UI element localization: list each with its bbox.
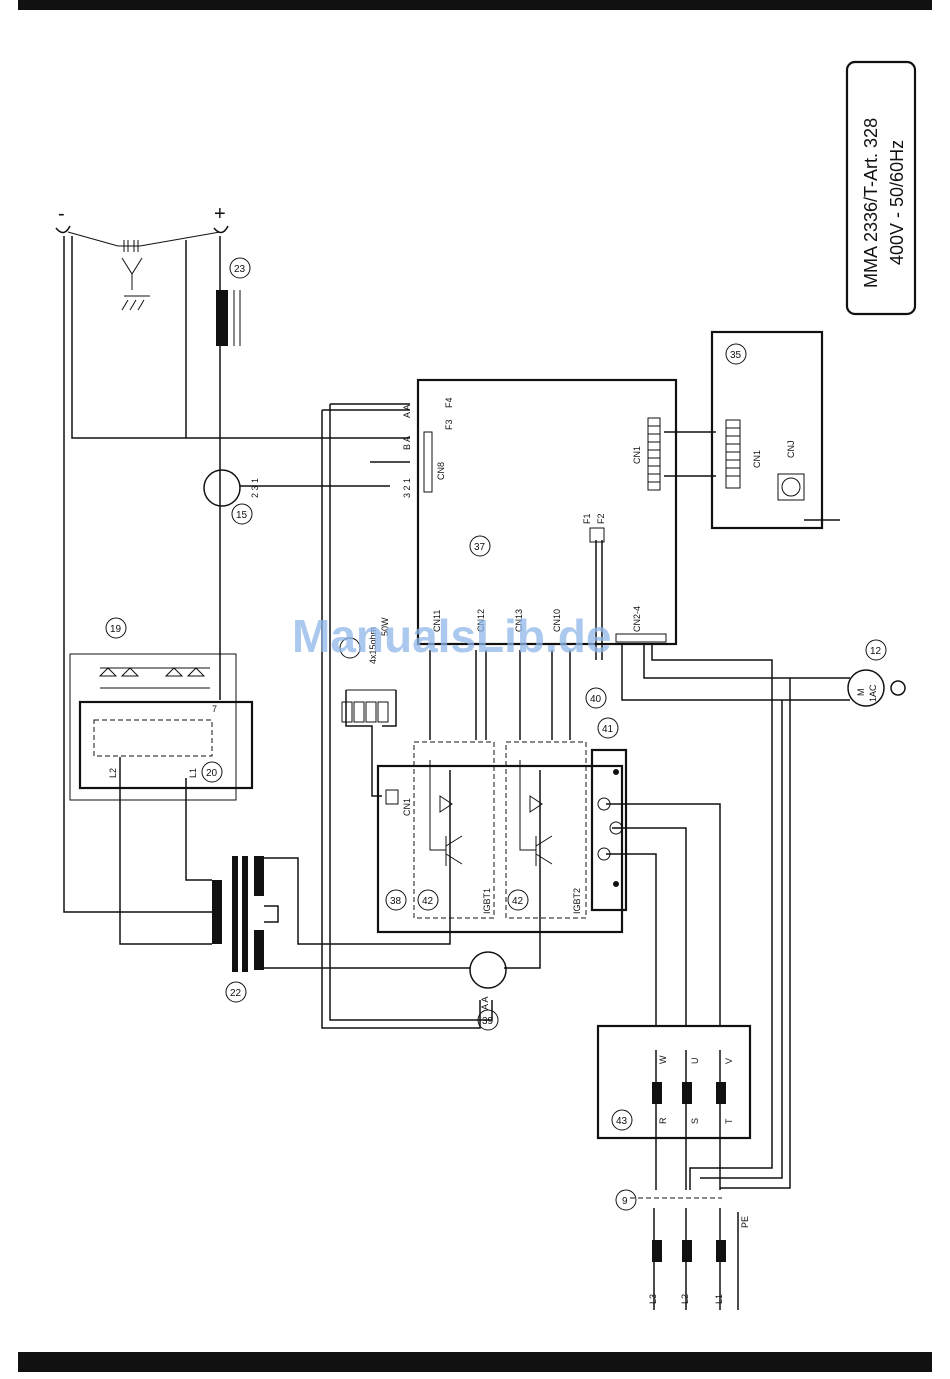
aux-pin7-label: 7 (212, 704, 217, 714)
control-board: 37 A A B A 3 2 1 F3 F4 CN8 CN1 F1 F2 CN1… (402, 380, 676, 644)
title-model: MMA 2336/T-Art. 328 (861, 118, 881, 288)
fuse-f2-label: F2 (596, 513, 606, 524)
terminal-negative-socket (56, 226, 70, 233)
component-35-number: 35 (730, 350, 742, 361)
filter-t-label: T (724, 1118, 734, 1124)
hall-sensor: 39 A A (470, 952, 506, 1030)
component-43-number: 43 (616, 1116, 628, 1127)
component-19-number: 19 (110, 624, 122, 635)
filter-s-label: S (690, 1118, 700, 1124)
output-inductor (216, 290, 240, 346)
aux-l1-label: L1 (188, 768, 198, 778)
mains-l3-label: L3 (648, 1294, 658, 1304)
mains-pe-label: PE (740, 1216, 750, 1228)
main-switch: 9 L3 L2 L1 PE (616, 1190, 750, 1304)
component-15-number: 15 (236, 510, 248, 521)
filter-r-label: R (658, 1117, 668, 1124)
sensor-pins-label: 2 3 1 (250, 478, 260, 498)
board-aa-label: A A (402, 404, 412, 418)
component-40-number: 40 (590, 694, 602, 705)
power-transformer: 22 (212, 856, 264, 1002)
connector-cn2-4-label: CN2-4 (632, 606, 642, 632)
output-terminals: - + (56, 203, 228, 310)
filter-w-label: W (658, 1055, 668, 1064)
fuse-f3-label: F3 (444, 419, 454, 430)
component-42b-number: 42 (512, 896, 524, 907)
board-cn1-label: CN1 (632, 446, 642, 464)
title-block: MMA 2336/T-Art. 328 400V - 50/60Hz (847, 62, 915, 314)
title-supply: 400V - 50/60Hz (887, 140, 907, 265)
component-12-number: 12 (870, 646, 882, 657)
input-filter: 43 W U V R S T (598, 1026, 750, 1138)
component-41-number: 41 (602, 724, 614, 735)
igbt-board: 38 CN1 42 42 IGBT1 IGBT2 (378, 742, 622, 932)
wiring (64, 236, 850, 1310)
interface-board: 35 CN1 CNJ (712, 332, 822, 528)
motor-1ac-label: 1AC (868, 684, 878, 702)
component-42a-number: 42 (422, 896, 434, 907)
fuse-f1-label: F1 (582, 513, 592, 524)
component-37-number: 37 (474, 542, 486, 553)
aux-l2-label: L2 (108, 768, 118, 778)
igbt2-label: IGBT2 (572, 888, 582, 914)
terminal-positive-label: + (214, 203, 226, 225)
connector-cn8-label: CN8 (436, 462, 446, 480)
component-9-number: 9 (622, 1196, 628, 1207)
component-38-number: 38 (390, 896, 402, 907)
terminal-positive-socket (214, 226, 228, 233)
component-23-number: 23 (234, 264, 246, 275)
component-39-number: 39 (482, 1016, 494, 1027)
component-22-number: 22 (230, 988, 242, 999)
filter-v-label: V (724, 1058, 734, 1064)
sensor39-pins-label: A A (480, 996, 490, 1010)
auxiliary-rectifier-module: 19 20 L2 L1 7 (70, 618, 252, 800)
mains-l1-label: L1 (714, 1294, 724, 1304)
current-sensor: 15 2 3 1 (204, 470, 260, 524)
filter-u-label: U (690, 1058, 700, 1065)
igbt1-label: IGBT1 (482, 888, 492, 914)
igbt-cn1-label: CN1 (402, 798, 412, 816)
board-ba-label: B A (402, 436, 412, 450)
watermark: ManualsLib.de (292, 610, 611, 662)
board-pins-label: 3 2 1 (402, 478, 412, 498)
component-20-number: 20 (206, 768, 218, 779)
interface-cn1-label: CN1 (752, 450, 762, 468)
motor-m-label: M (856, 689, 866, 697)
fan-motor: M 1AC 12 (848, 640, 905, 706)
terminal-negative-label: - (58, 203, 65, 225)
fuse-f4-label: F4 (444, 397, 454, 408)
mains-l2-label: L2 (680, 1294, 690, 1304)
connector-cnj-label: CNJ (786, 441, 796, 459)
